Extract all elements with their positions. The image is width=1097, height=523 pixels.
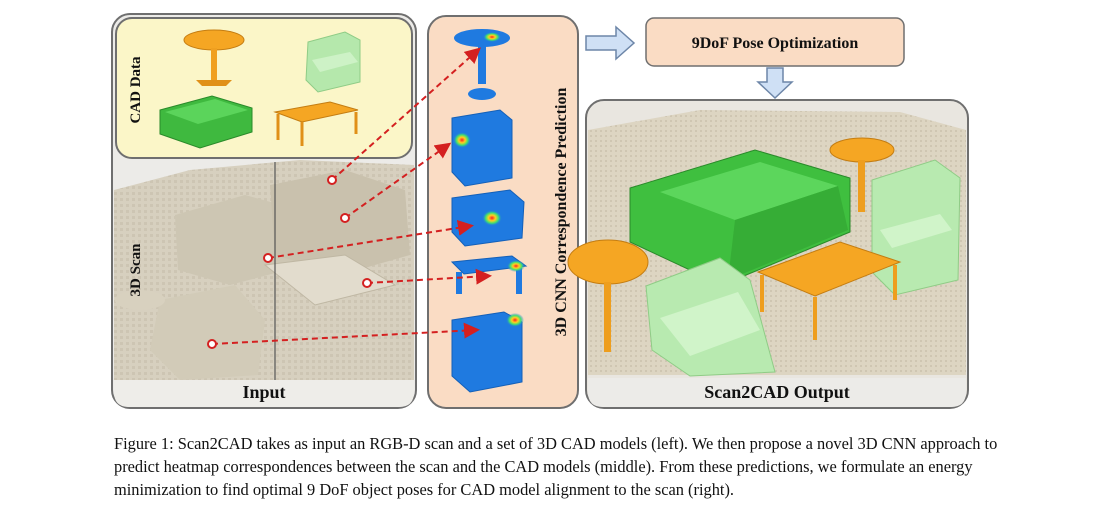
scan2cad-figure: CAD Data 3D Scan Input (111, 13, 969, 409)
heatmap-round-table (454, 29, 510, 100)
correspondence-arrows (211, 47, 492, 345)
output-armchair-right (871, 159, 961, 296)
input-label: Input (242, 382, 285, 402)
output-panel: Scan2CAD Output (567, 99, 969, 409)
flow-arrow-down-icon (756, 67, 794, 100)
output-armchair-front (645, 257, 776, 377)
figure-caption: Figure 1: Scan2CAD takes as input an RGB… (114, 434, 998, 499)
output-round-table-left (567, 239, 649, 352)
cnn-label: 3D CNN Correspondence Prediction (553, 88, 570, 337)
cnn-panel: 3D CNN Correspondence Prediction (427, 15, 579, 409)
input-panel: CAD Data 3D Scan Input (111, 13, 417, 409)
arrow-armchair-1 (344, 142, 452, 219)
cad-armchair-icon (305, 31, 361, 93)
heatmap-sofa (451, 189, 525, 247)
scan-scene (114, 160, 414, 407)
pose-optimization-box: 9DoF Pose Optimization (645, 17, 905, 67)
output-coffee-table (756, 241, 902, 340)
correspondence-points (207, 175, 372, 349)
heatmap-coffee-table (450, 255, 528, 294)
pose-label: 9DoF Pose Optimization (692, 35, 859, 52)
cad-data-box: CAD Data (115, 17, 413, 159)
flow-arrow-right-icon (585, 25, 636, 61)
arrow-table (331, 47, 481, 181)
output-round-table (829, 137, 895, 212)
heatmap-armchair-2 (451, 311, 524, 393)
arrow-armchair-2 (211, 322, 480, 345)
cad-round-table-icon (183, 29, 245, 86)
cad-sofa-icon (159, 95, 253, 149)
scan-label: 3D Scan (128, 243, 144, 297)
cad-coffee-table-icon (273, 101, 359, 146)
output-label: Scan2CAD Output (704, 382, 850, 402)
arrow-coffee-table (366, 268, 492, 285)
arrow-sofa (267, 219, 474, 259)
cad-data-label: CAD Data (128, 56, 144, 124)
heatmap-armchair-1 (451, 109, 513, 187)
output-sofa (629, 149, 851, 286)
